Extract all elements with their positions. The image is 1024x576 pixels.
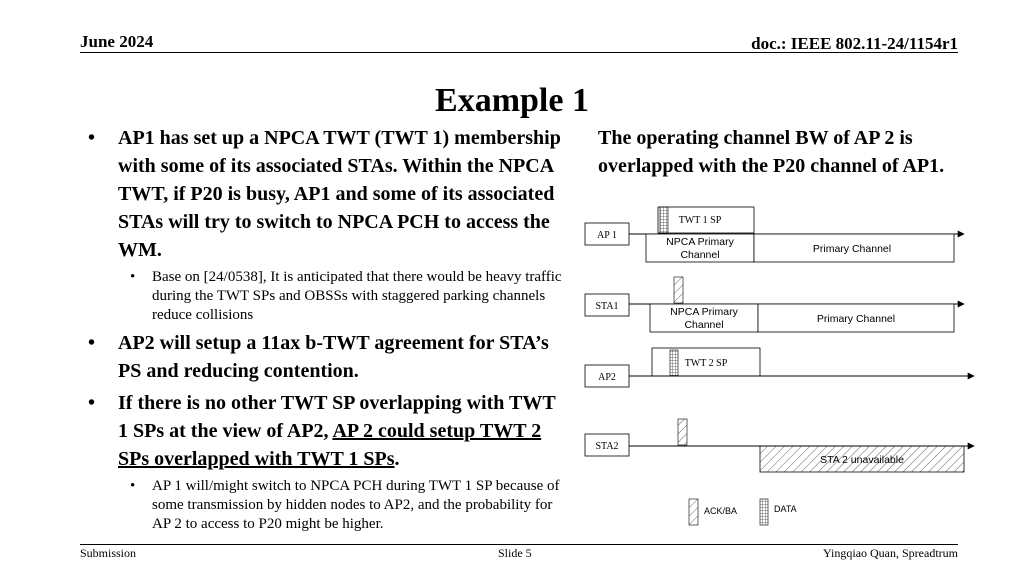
slide-title: Example 1 bbox=[435, 82, 589, 119]
sta1-primary-channel-box bbox=[757, 303, 955, 333]
legend-data-icon bbox=[759, 498, 769, 526]
ap2-data-frame-icon bbox=[669, 349, 679, 377]
footer-submission: Submission bbox=[80, 546, 137, 560]
right-description: The operating channel BW of AP 2 is over… bbox=[598, 127, 945, 177]
sta1-label-box bbox=[584, 293, 630, 317]
bullet-3: • If there is no other TWT SP overlappin… bbox=[88, 392, 556, 470]
bullet-3-sub: • AP 1 will/might switch to NPCA PCH dur… bbox=[130, 478, 560, 532]
bullet-3-sub-text: AP 1 will/might switch to NPCA PCH durin… bbox=[152, 478, 560, 532]
sta2-label: STA2 bbox=[595, 441, 618, 452]
bullet-1-text: AP1 has set up a NPCA TWT (TWT 1) member… bbox=[118, 127, 561, 261]
legend-ack-label: ACK/BA bbox=[704, 506, 737, 516]
twt2-sp-label: TWT 2 SP bbox=[685, 358, 728, 369]
bullet-3-underlined: AP 2 could setup TWT 2 SPs overlapped wi… bbox=[118, 420, 542, 470]
sta2-unavailable-label: STA 2 unavailable bbox=[820, 454, 904, 466]
twt1-sp-box bbox=[657, 206, 755, 234]
sta1-npca-primary-line2: Channel bbox=[684, 319, 723, 331]
ap1-label: AP 1 bbox=[597, 230, 617, 241]
legend-ack-icon bbox=[688, 498, 699, 526]
bullet-list: • AP1 has set up a NPCA TWT (TWT 1) memb… bbox=[88, 124, 568, 534]
ap1-npca-primary-line1: NPCA Primary bbox=[666, 236, 734, 248]
ap2-label: AP2 bbox=[598, 372, 616, 383]
bullet-2-text: AP2 will setup a 11ax b-TWT agreement fo… bbox=[118, 332, 549, 382]
ap1-primary-channel-label: Primary Channel bbox=[813, 243, 891, 255]
ap1-data-frame-icon bbox=[659, 206, 669, 234]
footer-author: Yingqiao Quan, Spreadtrum bbox=[823, 546, 958, 560]
bullet-3-text: If there is no other TWT SP overlapping … bbox=[118, 392, 556, 442]
header-doc-id: doc.: IEEE 802.11-24/1154r1 bbox=[751, 34, 958, 53]
bullet-1-sub: • Base on [24/0538], It is anticipated t… bbox=[130, 269, 562, 323]
footer-rule bbox=[80, 544, 958, 545]
bullet-1-sub-text: Base on [24/0538], It is anticipated tha… bbox=[152, 269, 562, 323]
sta2-label-box bbox=[584, 433, 630, 457]
bullet-1: • AP1 has set up a NPCA TWT (TWT 1) memb… bbox=[88, 127, 561, 261]
twt1-sp-label: TWT 1 SP bbox=[679, 215, 722, 226]
sta1-label: STA1 bbox=[595, 301, 618, 312]
footer-slide-number: Slide 5 bbox=[498, 546, 532, 560]
sta2-unavailable-box bbox=[759, 445, 965, 473]
sta1-ack-frame-icon bbox=[673, 276, 684, 304]
bullet-2: • AP2 will setup a 11ax b-TWT agreement … bbox=[88, 332, 549, 382]
sta2-ack-frame-icon bbox=[677, 418, 688, 446]
sta1-npca-primary-line1: NPCA Primary bbox=[670, 306, 738, 318]
bullet-3-end: . bbox=[394, 448, 400, 470]
header-date: June 2024 bbox=[80, 32, 154, 51]
legend-data-label: DATA bbox=[774, 504, 797, 514]
sta1-primary-channel-label: Primary Channel bbox=[817, 313, 895, 325]
ap1-npca-primary-line2: Channel bbox=[680, 249, 719, 261]
ap1-primary-channel-box bbox=[753, 233, 955, 263]
header-rule bbox=[80, 52, 958, 53]
